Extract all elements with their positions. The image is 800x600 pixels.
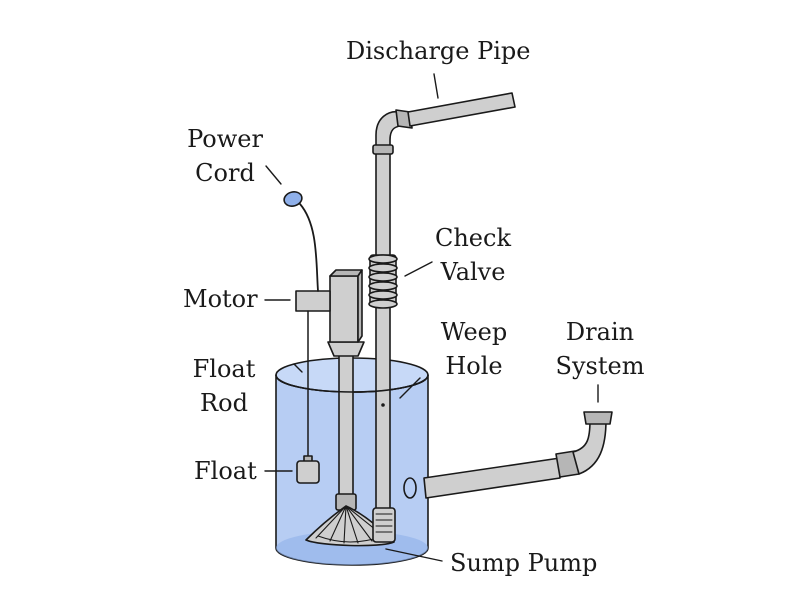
label-drain-system: Drain System — [550, 318, 650, 380]
leader-weep-hole — [399, 377, 421, 399]
leader-lines — [264, 73, 599, 562]
check-valve — [368, 254, 398, 309]
label-sump-pump: Sump Pump — [450, 549, 598, 577]
label-float: Float — [194, 457, 257, 485]
float — [296, 460, 320, 484]
label-weep-hole-line1: Weep — [440, 318, 508, 346]
label-check-valve: Check Valve — [428, 224, 518, 286]
float-assembly — [296, 310, 320, 484]
leader-sump-pump — [385, 548, 443, 562]
drain-system-pipe — [423, 411, 613, 499]
label-power-cord-line2: Cord — [195, 159, 255, 187]
label-power-cord-line1: Power — [187, 125, 263, 153]
pump-shaft — [327, 341, 365, 511]
label-discharge-pipe: Discharge Pipe — [346, 37, 531, 65]
leader-discharge-pipe — [433, 73, 439, 99]
basin-front-rim — [275, 374, 429, 393]
basin-outlet-hole — [403, 477, 417, 499]
power-cord — [283, 191, 319, 292]
power-cord-plug — [283, 191, 303, 207]
label-check-valve-line1: Check — [434, 224, 511, 252]
label-motor: Motor — [183, 285, 258, 313]
leader-check-valve — [404, 261, 433, 277]
label-weep-hole-line2: Hole — [445, 352, 503, 380]
label-power-cord: Power Cord — [180, 125, 270, 187]
sump-pump — [305, 505, 396, 547]
leader-power-cord — [265, 165, 282, 185]
label-drain-system-line2: System — [555, 352, 645, 380]
label-float-rod: Float Rod — [180, 355, 268, 417]
label-drain-system-line1: Drain — [565, 318, 635, 346]
label-weep-hole: Weep Hole — [434, 318, 514, 380]
motor — [295, 269, 363, 343]
label-float-rod-line1: Float — [192, 355, 256, 383]
weep-hole — [381, 403, 385, 407]
label-float-rod-line2: Rod — [200, 389, 248, 417]
leader-float-rod — [293, 363, 303, 373]
label-check-valve-line2: Valve — [440, 258, 506, 286]
